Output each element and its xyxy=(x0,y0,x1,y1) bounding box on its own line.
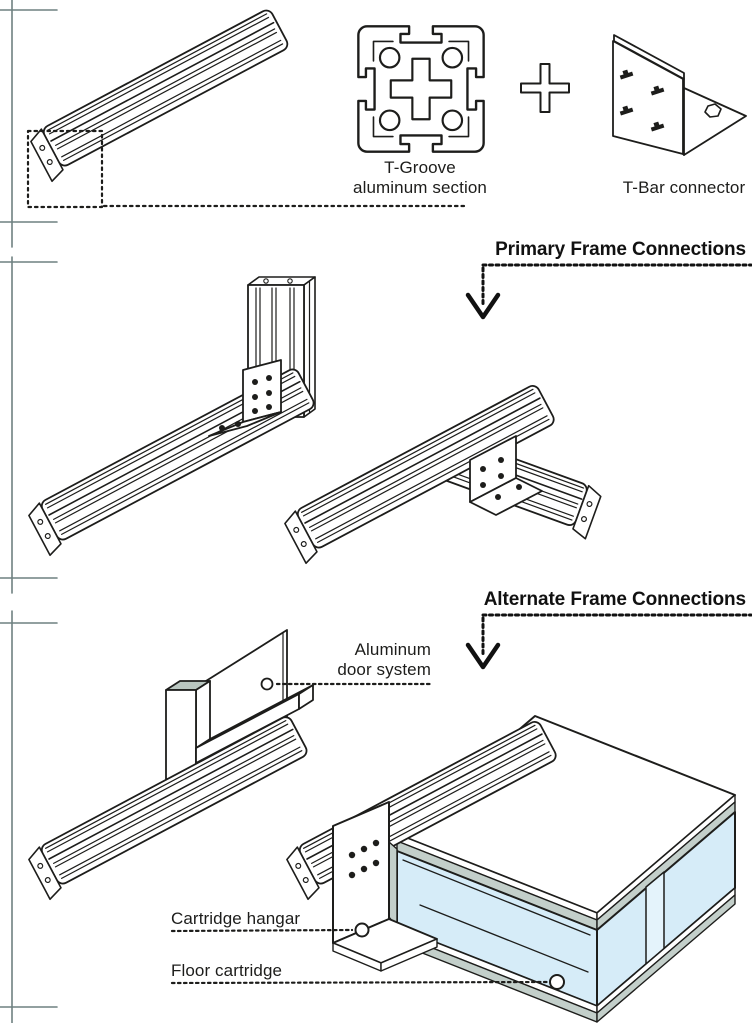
aluminum-door-system-label: Aluminum door system xyxy=(337,640,431,679)
plus-icon xyxy=(520,63,570,113)
t-connection-illustration xyxy=(284,385,602,565)
registration-marks xyxy=(0,0,58,1023)
door-system-illustration xyxy=(28,629,433,901)
cartridge-hangar-plate xyxy=(332,801,438,972)
corner-connection-illustration xyxy=(28,276,316,557)
alternate-frame-connections-title: Alternate Frame Connections xyxy=(483,589,746,610)
t-groove-section-illustration xyxy=(357,25,485,153)
aluminum-extrusion-illustration xyxy=(26,9,468,209)
floor-cartridge-label: Floor cartridge xyxy=(171,961,283,980)
detail-callout-box xyxy=(26,129,468,209)
cartridge-hangar-label: Cartridge hangar xyxy=(171,909,301,928)
t-bar-connector-illustration xyxy=(612,34,747,156)
alternate-arrow-icon xyxy=(465,613,752,670)
primary-frame-connections-title: Primary Frame Connections xyxy=(495,239,746,260)
t-bar-connector-label: T-Bar connector xyxy=(622,178,746,197)
floor-hole xyxy=(549,974,565,990)
corner-bracket xyxy=(208,359,282,437)
hangar-hole xyxy=(354,922,370,938)
floor-cartridge-illustration xyxy=(170,715,736,1023)
primary-arrow-icon xyxy=(465,263,752,320)
t-groove-section-label: T-Groove aluminum section xyxy=(353,158,487,197)
door-panel-hole xyxy=(260,677,274,691)
t-slot-tabs xyxy=(619,69,665,132)
door-l-bracket xyxy=(165,680,314,780)
t-bracket xyxy=(469,435,543,516)
